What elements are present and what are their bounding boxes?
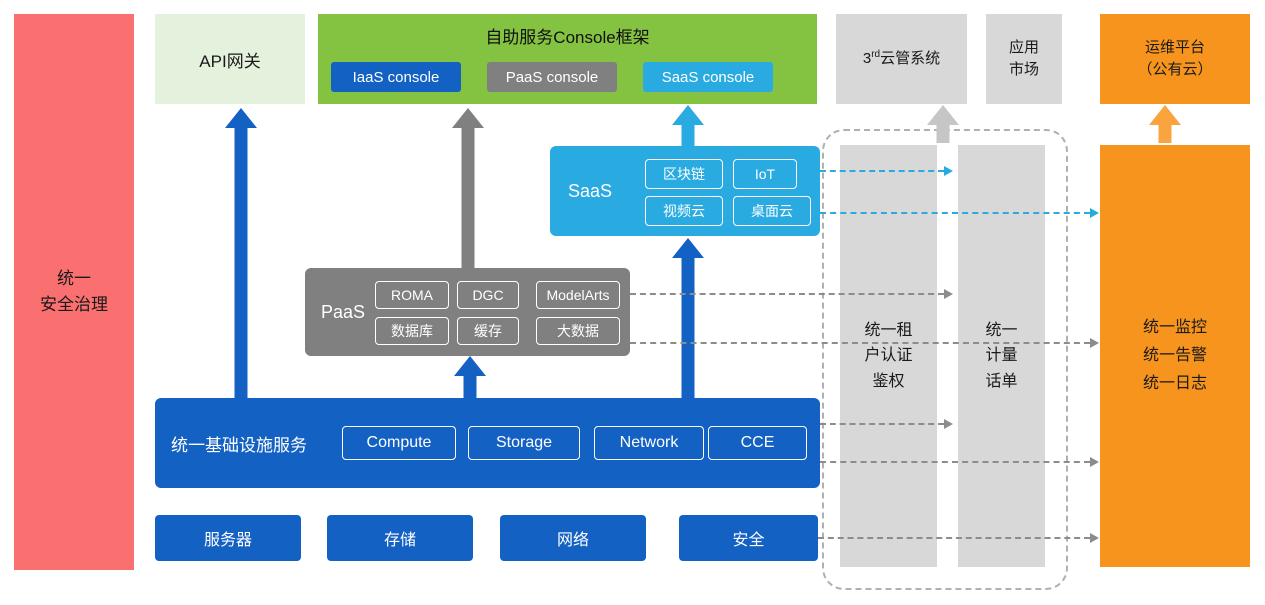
arrow-saas-to-console (672, 105, 704, 146)
saas-box: SaaS 区块链 IoT 视频云 桌面云 (550, 146, 820, 236)
iaas-label: 统一基础设施服务 (171, 435, 307, 455)
console-frame-title: 自助服务Console框架 (485, 28, 650, 47)
dashed-arrow-iaas-to-monitor (820, 457, 1099, 467)
iaas-chip-compute: Compute (342, 426, 456, 460)
saas-chip-blockchain: 区块链 (645, 159, 723, 189)
saas-chip-desktop-cloud: 桌面云 (733, 196, 811, 226)
paas-box: PaaS ROMA DGC ModelArts 数据库 缓存 大数据 (305, 268, 630, 356)
saas-label: SaaS (568, 180, 613, 201)
arrow-auth-to-third-party (927, 105, 959, 143)
billing-bar: 统一 计量 话单 (958, 145, 1045, 567)
dashed-arrow-paas-to-monitor (630, 338, 1099, 348)
api-gateway-box: API网关 (155, 14, 305, 104)
paas-label: PaaS (321, 301, 366, 322)
paas-chip-modelarts: ModelArts (536, 281, 620, 309)
arrow-iaas-to-paas (454, 356, 486, 398)
paas-chip-bigdata: 大数据 (536, 317, 620, 345)
arrow-iaas-to-api-gateway (225, 108, 257, 398)
security-governance-bar: 统一 安全治理 (14, 14, 134, 570)
paas-chip-cache: 缓存 (457, 317, 519, 345)
third-party-cloud-box: 3rd云管系统 (836, 14, 967, 104)
iaas-chip-storage: Storage (468, 426, 580, 460)
hardware-box-storage: 存储 (327, 515, 473, 561)
iaas-chip-cce: CCE (708, 426, 807, 460)
third-party-cloud-label: 3rd云管系统 (862, 49, 941, 68)
arrow-iaas-to-saas (672, 238, 704, 398)
dashed-arrow-paas-to-billing (630, 289, 953, 299)
arrow-paas-to-console (452, 108, 484, 268)
arrow-monitor-to-om-platform (1149, 105, 1181, 143)
dashed-arrow-iaas-to-billing (820, 419, 953, 429)
om-platform-box: 运维平台 （公有云） (1100, 14, 1250, 104)
hardware-box-security: 安全 (679, 515, 818, 561)
dashed-arrow-saas-to-auth (820, 166, 953, 176)
monitor-bar: 统一监控 统一告警 统一日志 (1100, 145, 1250, 567)
iaas-chip-network: Network (594, 426, 704, 460)
saas-chip-video-cloud: 视频云 (645, 196, 723, 226)
paas-chip-roma: ROMA (375, 281, 449, 309)
iaas-console-chip: IaaS console (331, 62, 461, 92)
app-market-box: 应用 市场 (986, 14, 1062, 104)
hardware-box-server: 服务器 (155, 515, 301, 561)
saas-chip-iot: IoT (733, 159, 797, 189)
paas-chip-database: 数据库 (375, 317, 449, 345)
saas-console-chip: SaaS console (643, 62, 773, 92)
console-frame-box: 自助服务Console框架 IaaS console PaaS console … (318, 14, 817, 104)
hardware-box-network: 网络 (500, 515, 646, 561)
paas-chip-dgc: DGC (457, 281, 519, 309)
dashed-arrow-security-to-monitor (818, 533, 1099, 543)
paas-console-chip: PaaS console (487, 62, 617, 92)
dashed-arrow-saas-to-monitor (820, 208, 1099, 218)
auth-bar: 统一租 户认证 鉴权 (840, 145, 937, 567)
iaas-box: 统一基础设施服务 Compute Storage Network CCE (155, 398, 820, 488)
